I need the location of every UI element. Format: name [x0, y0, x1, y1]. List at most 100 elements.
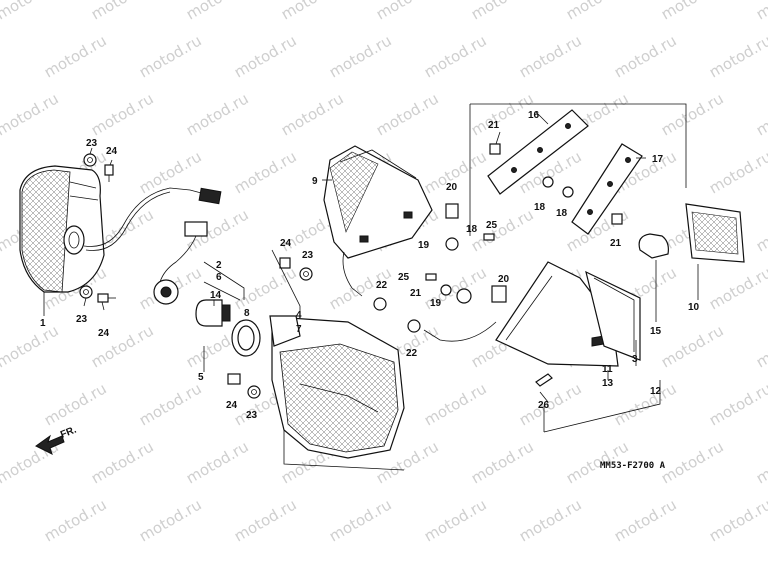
part-label-24d[interactable]: 24 — [226, 400, 238, 411]
watermark-text: motod.ru — [611, 379, 680, 429]
part-label-22b[interactable]: 22 — [406, 348, 418, 359]
part-label-16[interactable]: 16 — [528, 110, 540, 121]
watermark-text: motod.ru — [706, 379, 768, 429]
watermark-text: motod.ru — [373, 0, 442, 23]
spacer-20-bottom[interactable] — [491, 285, 507, 303]
nut-23-lower[interactable] — [247, 385, 261, 399]
part-label-13[interactable]: 13 — [602, 378, 614, 389]
part-label-8[interactable]: 8 — [244, 308, 250, 319]
watermark-text: motod.ru — [183, 0, 252, 23]
rear-lens-10[interactable] — [685, 203, 745, 263]
nut-18-a[interactable] — [542, 176, 554, 188]
part-label-24c[interactable]: 24 — [280, 238, 292, 249]
watermark-text: motod.ru — [516, 379, 585, 429]
bolt-21-right[interactable] — [611, 213, 623, 225]
screw-25-top[interactable] — [483, 233, 495, 241]
bolt-21-top[interactable] — [489, 143, 501, 155]
bolt-24-middle[interactable] — [279, 257, 291, 269]
wire-connector[interactable] — [198, 187, 222, 205]
bracket-17[interactable] — [571, 143, 643, 235]
watermark-text: motod.ru — [753, 205, 768, 255]
mirror-glass-frame[interactable] — [585, 270, 641, 361]
part-label-18a[interactable]: 18 — [466, 224, 478, 235]
part-label-7[interactable]: 7 — [296, 324, 302, 335]
part-label-24b[interactable]: 24 — [98, 328, 110, 339]
bolt-24-top-left[interactable] — [104, 164, 114, 182]
part-label-18b[interactable]: 18 — [534, 202, 546, 213]
screw-26[interactable] — [535, 373, 553, 387]
part-labels: 1 2 6 14 8 5 4 7 9 10 11 12 13 3 15 16 1… — [40, 110, 700, 421]
watermark-text: motod.ru — [278, 89, 347, 139]
watermark-text: motod.ru — [706, 263, 768, 313]
part-label-21a[interactable]: 21 — [488, 120, 500, 131]
part-label-20b[interactable]: 20 — [498, 274, 510, 285]
part-label-1[interactable]: 1 — [40, 318, 46, 329]
watermark-text: motod.ru — [0, 0, 62, 23]
grommet-23-top-left[interactable] — [83, 153, 97, 167]
part-label-4[interactable]: 4 — [296, 310, 302, 321]
part-label-21c[interactable]: 21 — [610, 238, 622, 249]
watermark-text: motod.ru — [0, 321, 62, 371]
part-label-17[interactable]: 17 — [652, 154, 664, 165]
part-label-3[interactable]: 3 — [632, 354, 638, 365]
bolt-24-bottom-left[interactable] — [97, 293, 116, 303]
part-label-15[interactable]: 15 — [650, 326, 662, 337]
nut-23-middle[interactable] — [299, 267, 313, 281]
bulb-socket-assembly[interactable] — [153, 221, 208, 305]
part-label-14[interactable]: 14 — [210, 290, 222, 301]
part-label-22a[interactable]: 22 — [376, 280, 388, 291]
part-label-23b[interactable]: 23 — [76, 314, 88, 325]
grommet-19-bottom[interactable] — [456, 288, 472, 304]
part-label-5[interactable]: 5 — [198, 372, 204, 383]
watermark-text: motod.ru — [231, 263, 300, 313]
nut-22-upper[interactable] — [373, 297, 387, 311]
part-label-20a[interactable]: 20 — [446, 182, 458, 193]
part-label-21b[interactable]: 21 — [410, 288, 422, 299]
left-turn-signal-housing[interactable] — [19, 165, 105, 293]
screw-25-bottom[interactable] — [425, 273, 437, 281]
front-turn-signal-lens[interactable] — [269, 315, 405, 459]
watermark-text: motod.ru — [516, 495, 585, 545]
part-label-25b[interactable]: 25 — [398, 272, 410, 283]
part-label-18c[interactable]: 18 — [556, 208, 568, 219]
bulb-15[interactable] — [638, 233, 669, 259]
watermark-text: motod.ru — [136, 147, 205, 197]
bolt-24-lower[interactable] — [227, 373, 241, 385]
part-label-2[interactable]: 2 — [216, 260, 222, 271]
spacer-20-top[interactable] — [445, 203, 459, 219]
watermark-text: motod.ru — [373, 89, 442, 139]
watermark-text: motod.ru — [41, 31, 110, 81]
watermark-text: motod.ru — [421, 495, 490, 545]
part-label-10[interactable]: 10 — [688, 302, 700, 313]
bracket-16[interactable] — [487, 109, 589, 195]
part-label-24a[interactable]: 24 — [106, 146, 118, 157]
part-label-23a[interactable]: 23 — [86, 138, 98, 149]
part-label-19b[interactable]: 19 — [430, 298, 442, 309]
part-label-23d[interactable]: 23 — [246, 410, 258, 421]
watermark-text: motod.ru — [136, 31, 205, 81]
part-label-23c[interactable]: 23 — [302, 250, 314, 261]
grommet-23-bottom-left[interactable] — [79, 285, 93, 299]
part-label-25a[interactable]: 25 — [486, 220, 498, 231]
part-label-26[interactable]: 26 — [538, 400, 550, 411]
mirror-wire — [342, 251, 363, 297]
part-label-6[interactable]: 6 — [216, 272, 222, 283]
watermark-text: motod.ru — [421, 31, 490, 81]
mirror-housing-upper[interactable] — [323, 145, 433, 259]
part-label-11[interactable]: 11 — [602, 364, 613, 375]
nut-18-b[interactable] — [562, 186, 574, 198]
nut-21-middle[interactable] — [440, 284, 452, 296]
watermark-text: motod.ru — [231, 31, 300, 81]
left-signal-wire — [83, 187, 206, 247]
watermark-text: motod.ru — [231, 147, 300, 197]
part-label-9[interactable]: 9 — [312, 176, 318, 187]
part-label-19a[interactable]: 19 — [418, 240, 430, 251]
gasket-8[interactable] — [231, 319, 261, 357]
part-label-12[interactable]: 12 — [650, 386, 662, 397]
grommet-19-top[interactable] — [445, 237, 459, 251]
bulb-14[interactable] — [195, 299, 231, 327]
watermark-text: motod.ru — [41, 495, 110, 545]
watermark-text: motod.ru — [326, 31, 395, 81]
watermark-text: motod.ru — [421, 379, 490, 429]
nut-22-lower[interactable] — [407, 319, 421, 333]
